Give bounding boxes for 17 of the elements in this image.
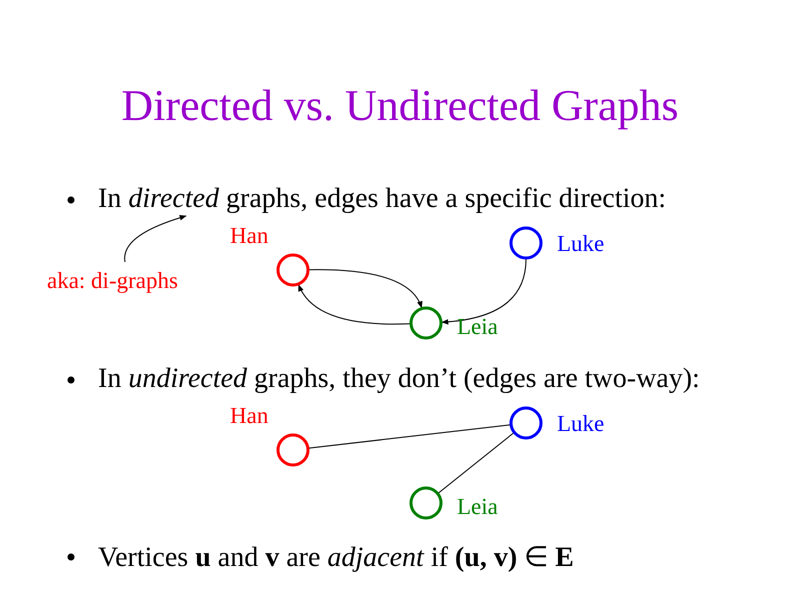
arrow: [124, 215, 187, 262]
vertex-name: Luke: [557, 411, 604, 437]
bullet-text: In undirected graphs, they don’t (edges are two-way):: [98, 363, 700, 395]
bullet-text: Vertices u and v are adjacent if (u, v) ∈ E: [98, 541, 574, 574]
arrow: [308, 269, 422, 308]
vertex-name: Han: [230, 403, 268, 429]
edge-line: [308, 424, 511, 449]
vertex-name: Leia: [457, 314, 498, 340]
bullet-text: In directed graphs, edges have a specific direction:: [98, 183, 666, 215]
vertex-name: Han: [230, 223, 268, 249]
vertex-name: Luke: [557, 231, 604, 257]
arrow: [298, 284, 411, 325]
vertex-name: Leia: [457, 494, 498, 520]
edge-line: [438, 432, 514, 494]
slide-title: Directed vs. Undirected Graphs: [120, 80, 680, 131]
annotation-text: aka: di-graphs: [47, 268, 178, 294]
arrow: [441, 258, 526, 324]
